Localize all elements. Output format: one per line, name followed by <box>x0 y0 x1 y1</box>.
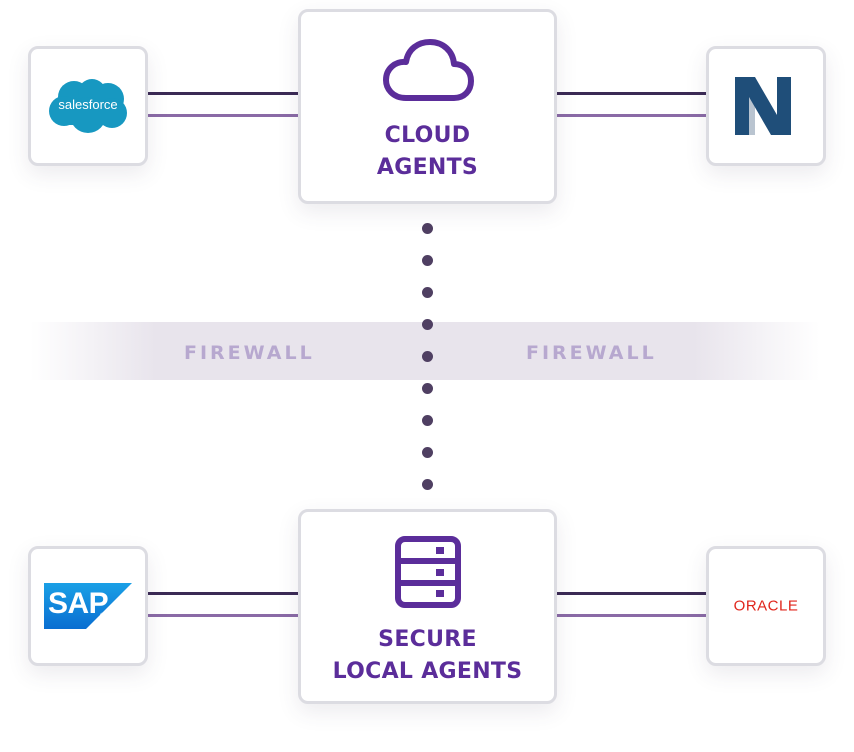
oracle-integration-box: ORACLE <box>706 546 826 666</box>
connector-dot <box>422 223 433 234</box>
connector-line <box>147 114 299 117</box>
firewall-label-left: FIREWALL <box>184 342 315 364</box>
connector-line <box>556 614 707 617</box>
connector-dot <box>422 479 433 490</box>
connector-dot <box>422 319 433 330</box>
netsuite-logo <box>735 75 797 137</box>
cloud-agents-title: CLOUD AGENTS <box>376 123 479 180</box>
oracle-logo: ORACLE <box>733 597 799 615</box>
connector-dot <box>422 255 433 266</box>
sap-logo-text: SAP <box>48 587 109 620</box>
netsuite-integration-box <box>706 46 826 166</box>
sap-integration-box: SAP ® <box>28 546 148 666</box>
salesforce-logo: salesforce <box>44 75 132 137</box>
sap-logo: SAP ® <box>44 583 132 629</box>
local-agents-title: SECURE LOCAL AGENTS <box>332 627 523 684</box>
connector-dot <box>422 383 433 394</box>
connector-line <box>556 592 707 595</box>
sap-registered-mark: ® <box>100 613 106 620</box>
server-icon <box>392 534 464 610</box>
connector-line <box>556 114 707 117</box>
connector-line <box>147 92 299 95</box>
connector-dot <box>422 415 433 426</box>
connector-dot <box>422 351 433 362</box>
salesforce-integration-box: salesforce <box>28 46 148 166</box>
connector-line <box>147 614 299 617</box>
connector-dot <box>422 287 433 298</box>
connector-line <box>147 592 299 595</box>
firewall-label-right: FIREWALL <box>526 342 657 364</box>
salesforce-logo-text: salesforce <box>58 97 118 112</box>
cloud-agents-box: CLOUD AGENTS <box>298 9 557 204</box>
local-agents-box: SECURE LOCAL AGENTS <box>298 509 557 704</box>
cloud-icon <box>380 36 476 106</box>
connector-dot <box>422 447 433 458</box>
connector-line <box>556 92 707 95</box>
